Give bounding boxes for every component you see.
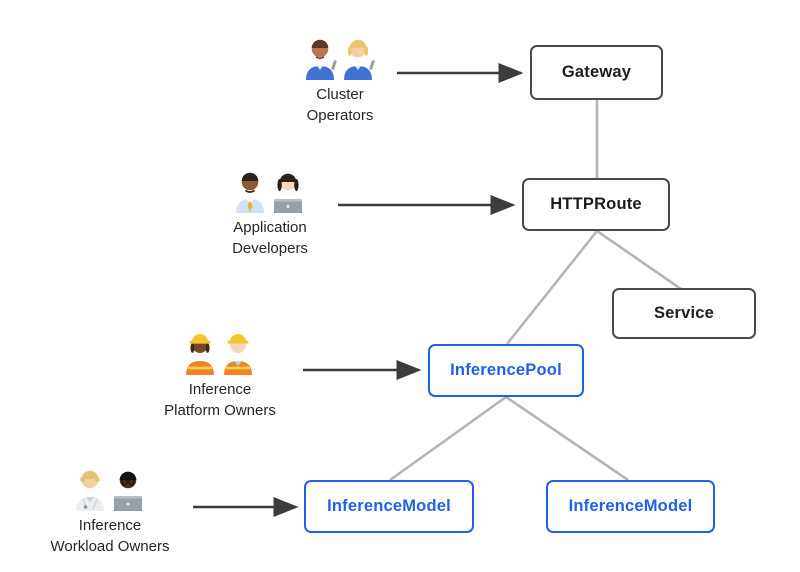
persona-cluster-operators: Cluster Operators: [255, 33, 425, 126]
persona-label-inference-platform-owners: Inference Platform Owners: [164, 381, 276, 419]
edge-httproute-inferencepool: [505, 230, 599, 345]
node-inferencemodel-right: InferenceModel: [546, 480, 715, 533]
edge-inferencepool-inferencemodel-right: [505, 395, 629, 482]
node-gateway: Gateway: [530, 45, 663, 100]
node-service: Service: [612, 288, 756, 339]
persona-label-inference-workload-owners: Inference Workload Owners: [50, 517, 170, 555]
office-worker-and-technologist-pair-icon: [236, 172, 302, 213]
node-httproute: HTTPRoute: [522, 178, 670, 231]
persona-inference-platform-owners: Inference Platform Owners: [135, 328, 305, 421]
edge-inferencepool-inferencemodel-left: [389, 395, 507, 482]
persona-application-developers: Application Developers: [185, 166, 355, 259]
edge-httproute-service: [596, 229, 682, 291]
health-worker-and-technologist-pair-icon: [76, 470, 142, 511]
construction-workers-pair-icon: [186, 334, 252, 375]
persona-label-cluster-operators: Cluster Operators: [306, 86, 374, 124]
persona-inference-workload-owners: Inference Workload Owners: [25, 464, 195, 557]
node-inferencepool: InferencePool: [428, 344, 584, 397]
mechanics-pair-icon: [306, 39, 375, 80]
persona-label-application-developers: Application Developers: [232, 219, 308, 257]
node-inferencemodel-left: InferenceModel: [304, 480, 474, 533]
